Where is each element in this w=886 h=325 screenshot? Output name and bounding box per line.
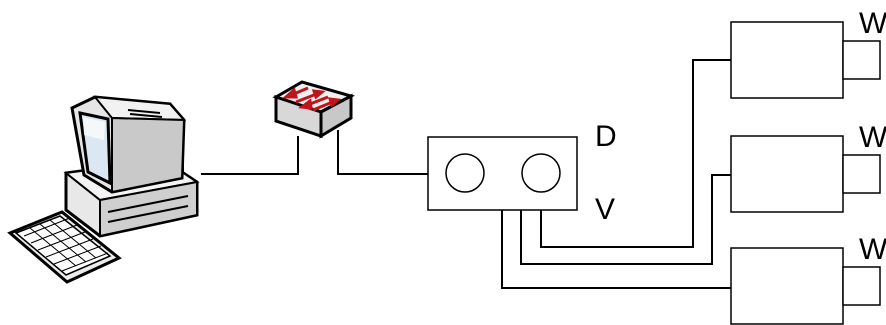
dvr-unit: D V — [427, 120, 617, 226]
video-label: V — [595, 193, 615, 226]
dvr-reel-right — [521, 153, 561, 193]
camera-middle-lens — [842, 154, 881, 194]
dvr-label: D — [595, 120, 617, 153]
wire-computer-switch — [201, 136, 299, 175]
camera-bottom: W — [730, 233, 886, 325]
dvr-reel-left — [445, 153, 485, 193]
camera-top-body — [730, 21, 844, 99]
wire-switch-dvr — [337, 130, 428, 175]
camera-bottom-label: W — [859, 233, 886, 266]
camera-bottom-lens — [842, 266, 881, 306]
camera-top-lens — [842, 40, 881, 80]
wire-dvr-camera-middle — [520, 174, 731, 265]
wire-dvr-camera-bottom — [501, 210, 731, 289]
camera-top-label: W — [859, 7, 886, 40]
camera-middle-label: W — [859, 121, 886, 154]
camera-middle-body — [730, 135, 844, 213]
camera-middle: W — [730, 121, 886, 213]
network-switch-icon — [272, 80, 355, 139]
wires — [201, 59, 731, 289]
camera-bottom-body — [730, 247, 844, 325]
desktop-computer-icon — [7, 95, 200, 284]
camera-top: W — [730, 7, 886, 99]
wire-dvr-camera-top — [540, 59, 731, 248]
